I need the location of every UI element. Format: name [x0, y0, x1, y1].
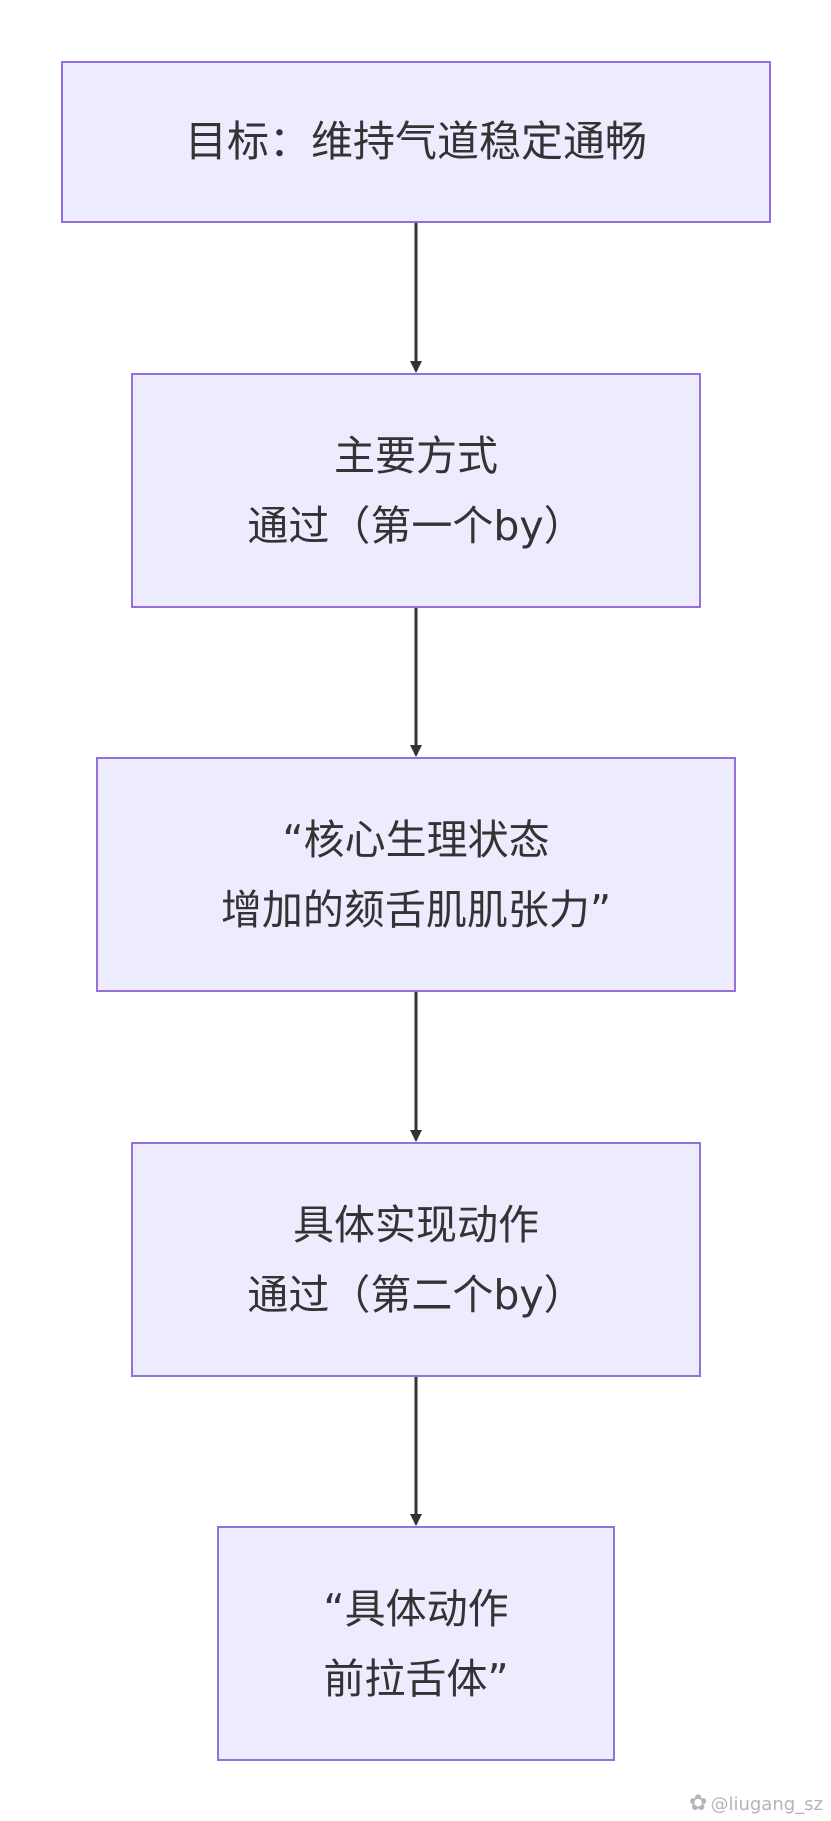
node-core-state: “核心生理状态 增加的颏舌肌肌张力”: [96, 757, 736, 992]
node-specific-action-line-1: “具体动作: [323, 1584, 509, 1633]
watermark-text: @liugang_sz: [710, 1793, 823, 1815]
weibo-logo-icon: ✿: [689, 1791, 708, 1816]
node-goal: 目标：维持气道稳定通畅: [61, 61, 771, 223]
node-specific-action-line-2: 前拉舌体”: [323, 1654, 509, 1703]
node-concrete-action: 具体实现动作 通过（第二个by）: [131, 1142, 701, 1377]
node-core-state-line-2: 增加的颏舌肌肌张力”: [220, 885, 612, 934]
node-main-method-line-2: 通过（第一个by）: [247, 501, 585, 550]
node-goal-line-1: 目标：维持气道稳定通畅: [184, 117, 647, 166]
node-main-method: 主要方式 通过（第一个by）: [131, 373, 701, 608]
node-specific-action: “具体动作 前拉舌体”: [217, 1526, 615, 1761]
node-main-method-line-1: 主要方式: [334, 431, 498, 480]
node-concrete-action-line-1: 具体实现动作: [293, 1200, 539, 1249]
node-core-state-line-1: “核心生理状态: [282, 815, 550, 864]
watermark: ✿ @liugang_sz: [689, 1793, 823, 1815]
node-concrete-action-line-2: 通过（第二个by）: [247, 1270, 585, 1319]
